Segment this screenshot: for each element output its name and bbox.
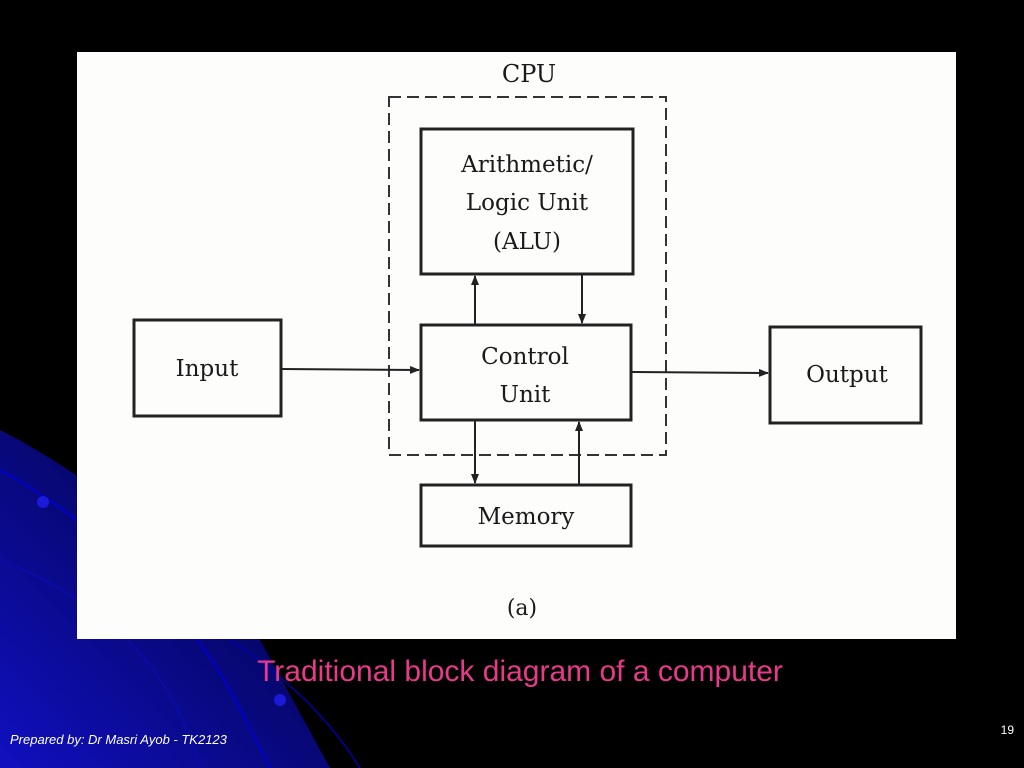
footer-credit: Prepared by: Dr Masri Ayob - TK2123 xyxy=(10,732,227,747)
memory-label: Memory xyxy=(478,504,575,530)
arrow-input-to-control xyxy=(280,365,420,374)
figure-panel: CPU Arithmetic/ Logic Unit (ALU) Control… xyxy=(77,52,956,639)
arrow-control-to-output xyxy=(630,368,769,377)
alu-label-line2: Logic Unit xyxy=(466,190,589,216)
cpu-boundary xyxy=(388,96,667,456)
blue-swoosh-line xyxy=(229,639,361,768)
control-unit-label-line1: Control xyxy=(481,344,569,370)
input-label: Input xyxy=(176,356,239,382)
output-block xyxy=(768,325,923,425)
output-label: Output xyxy=(806,362,888,388)
figure-tag: (a) xyxy=(507,596,537,621)
input-block xyxy=(132,318,283,418)
blue-dot xyxy=(274,694,286,706)
blue-dot xyxy=(37,496,49,508)
block-diagram: CPU Arithmetic/ Logic Unit (ALU) Control… xyxy=(132,60,923,621)
alu-label-line3: (ALU) xyxy=(493,229,561,255)
slide-number: 19 xyxy=(1000,723,1014,737)
slide-caption: Traditional block diagram of a computer xyxy=(257,655,783,688)
control-unit-label-line2: Unit xyxy=(500,382,552,408)
alu-block xyxy=(419,127,635,276)
alu-label-line1: Arithmetic/ xyxy=(460,152,593,178)
cpu-label: CPU xyxy=(502,60,556,88)
memory-block xyxy=(419,483,633,548)
